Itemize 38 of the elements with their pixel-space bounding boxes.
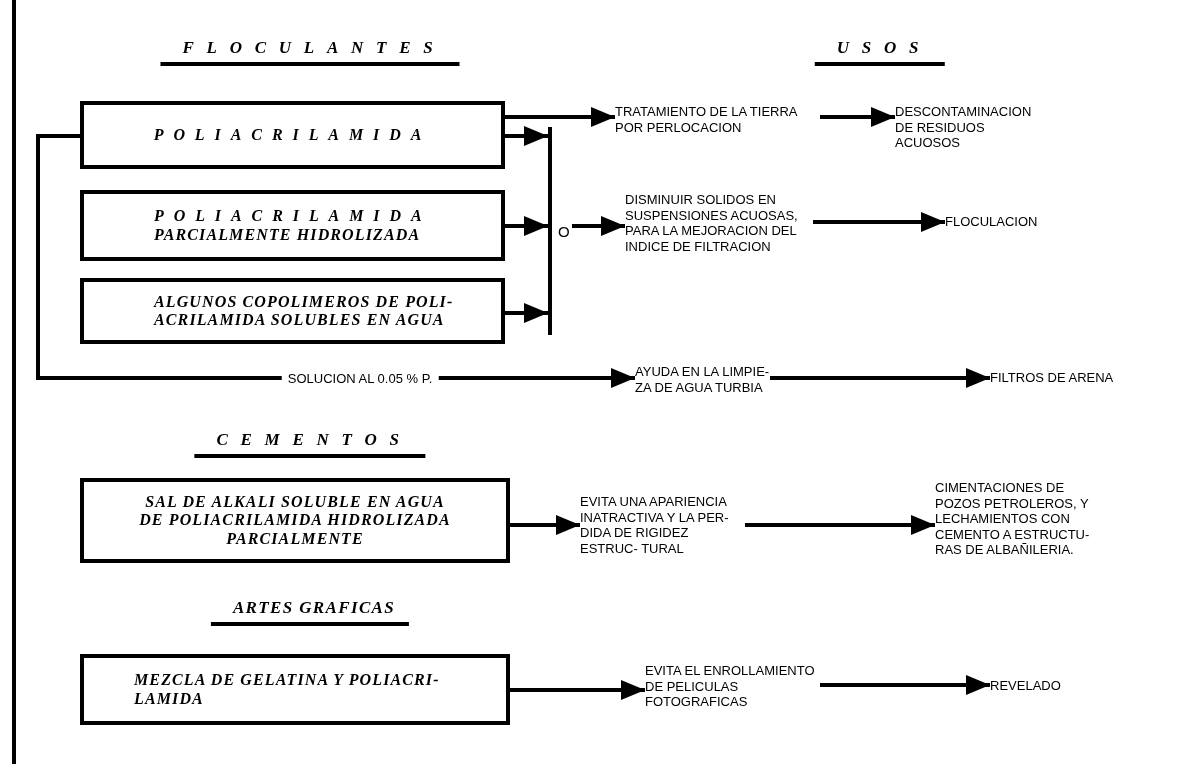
use-text: FILTROS DE ARENA xyxy=(990,370,1140,386)
use-text: AYUDA EN LA LIMPIE- ZA DE AGUA TURBIA xyxy=(635,364,770,396)
use-text: REVELADO xyxy=(990,678,1090,694)
arrow xyxy=(820,675,990,695)
substance-name: POLIACRILAMIDA xyxy=(154,207,432,226)
section-heading: FLOCULANTES xyxy=(160,38,460,66)
arrow xyxy=(505,126,548,146)
arrow xyxy=(770,368,990,388)
arrow xyxy=(820,107,895,127)
substance-box xyxy=(80,190,505,261)
section-heading: CEMENTOS xyxy=(194,430,426,458)
arrow xyxy=(510,680,645,700)
arrow xyxy=(505,107,615,127)
substance-name: SAL DE ALKALI SOLUBLE EN AGUA DE POLIACRILAMIDA HIDROLIZADA PARCIALMENTE xyxy=(138,492,452,549)
substance-name: ALGUNOS COPOLIMEROS DE POLI- ACRILAMIDA SOLUBLES EN AGUA xyxy=(154,292,455,330)
use-text: CIMENTACIONES DE POZOS PETROLEROS, Y LECHAMIENTOS CON CEMENTO A ESTRUCTU- RAS DE ALBAÑILERIA. xyxy=(935,480,1090,558)
substance-name: MEZCLA DE GELATINA Y POLIACRI- LAMIDA xyxy=(134,671,441,708)
section-heading: ARTES GRAFICAS xyxy=(210,598,410,626)
use-text: EVITA UNA APARIENCIA INATRACTIVA Y LA PER- DIDA DE RIGIDEZ ESTRUC- TURAL xyxy=(580,494,745,557)
substance-box xyxy=(80,101,505,169)
arrow xyxy=(813,212,945,232)
substance-box xyxy=(80,478,510,563)
use-text: TRATAMIENTO DE LA TIERRA POR PERLOCACION xyxy=(615,104,820,136)
use-text: DESCONTAMINACION DE RESIDUOS ACUOSOS xyxy=(895,104,1035,151)
arrow xyxy=(505,216,548,236)
use-text: DISMINUIR SOLIDOS EN SUSPENSIONES ACUOSAS, PARA LA MEJORACION DEL INDICE DE FILTRACION xyxy=(625,192,813,255)
substance-box xyxy=(80,278,505,344)
arrow xyxy=(572,216,625,236)
junction-label: O xyxy=(548,127,572,335)
substance-box xyxy=(80,654,510,725)
substance-name: PARCIALMENTE HIDROLIZADA xyxy=(154,225,421,244)
substance-name: POLIACRILAMIDA xyxy=(153,125,432,145)
arrow xyxy=(510,515,580,535)
use-text: FLOCULACION xyxy=(945,214,1055,230)
arrow xyxy=(505,303,548,323)
arrow xyxy=(745,515,935,535)
section-heading: USOS xyxy=(814,38,946,66)
use-text: EVITA EL ENROLLAMIENTO DE PELICULAS FOTOGRAFICAS xyxy=(645,663,820,710)
